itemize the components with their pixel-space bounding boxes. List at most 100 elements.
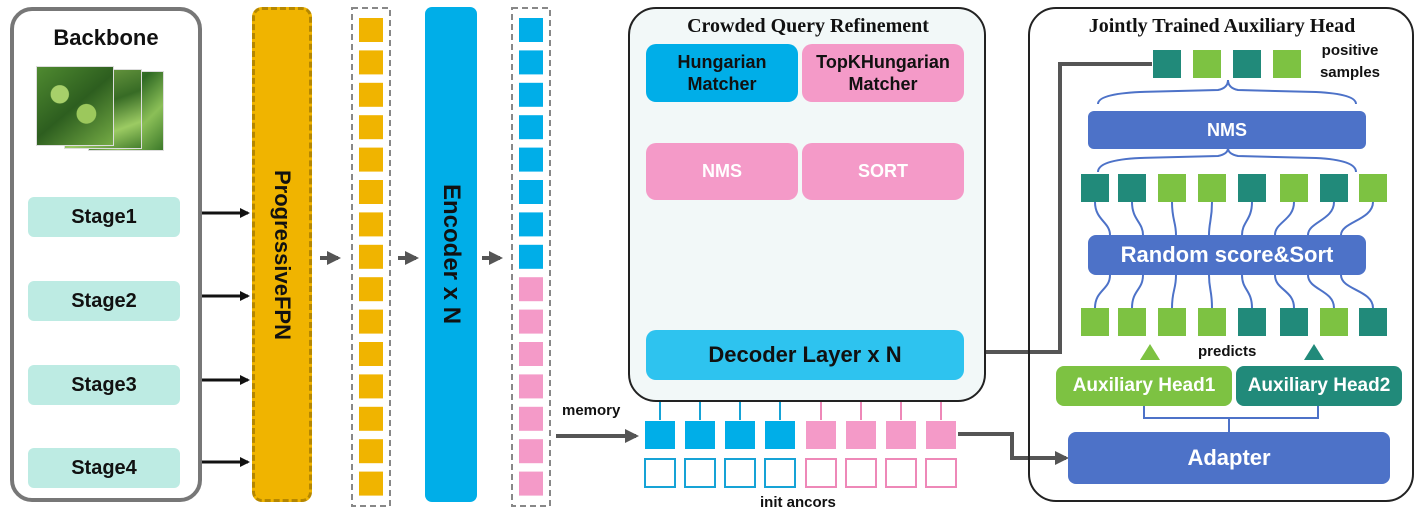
prediction-connector bbox=[1241, 274, 1253, 309]
anchor-square-filled bbox=[926, 421, 956, 449]
anchor-square-filled bbox=[886, 421, 916, 449]
sort-connector bbox=[1094, 201, 1111, 236]
anchor-square-outline bbox=[684, 458, 716, 488]
predicts-label: predicts bbox=[1198, 343, 1257, 360]
aux-head-panel: Jointly Trained Auxiliary Head bbox=[1028, 7, 1414, 502]
encoder-token-blue bbox=[519, 18, 543, 42]
refinement-nms-box: NMS bbox=[646, 143, 798, 200]
encoder-token-pink bbox=[519, 439, 543, 464]
random-score-sort-box: Random score&Sort bbox=[1088, 235, 1366, 275]
anchor-square-outline bbox=[885, 458, 917, 488]
fpn-token bbox=[359, 212, 383, 237]
positive-sample-square bbox=[1193, 50, 1221, 78]
sorted-candidate-square bbox=[1280, 174, 1308, 202]
sort-connector bbox=[1131, 201, 1144, 236]
sort-connector bbox=[1307, 201, 1335, 236]
anchor-square-outline bbox=[805, 458, 837, 488]
fpn-token bbox=[359, 471, 383, 496]
encoder-token-pink bbox=[519, 342, 543, 366]
sort-connector bbox=[1171, 201, 1177, 236]
anchor-square-outline bbox=[925, 458, 957, 488]
prediction-square bbox=[1359, 308, 1387, 336]
sorted-candidate-square bbox=[1198, 174, 1226, 202]
aux-nms-box: NMS bbox=[1088, 111, 1366, 149]
anchor-square-outline bbox=[845, 458, 877, 488]
anchor-square-filled bbox=[765, 421, 795, 449]
backbone-panel: Backbone Stage1 Stage2 Stage3 Stage4 bbox=[10, 7, 202, 502]
refinement-title: Crowded Query Refinement bbox=[687, 15, 929, 37]
positive-samples-label: positive samples bbox=[1319, 42, 1381, 81]
fpn-token bbox=[359, 147, 383, 172]
prediction-connector bbox=[1307, 274, 1335, 309]
prediction-connector bbox=[1274, 274, 1295, 309]
predict-triangle-teal bbox=[1304, 344, 1324, 360]
anchor-square-filled bbox=[725, 421, 755, 449]
init-anchors-label: init ancors bbox=[760, 494, 836, 511]
aux-head-layer bbox=[1081, 50, 1387, 432]
positive-sample-square bbox=[1153, 50, 1181, 78]
stage2-box: Stage2 bbox=[28, 281, 180, 321]
sort-connector bbox=[1208, 201, 1213, 236]
backbone-title: Backbone bbox=[53, 25, 159, 50]
fpn-output-frame bbox=[351, 7, 391, 507]
anchor-square-outline bbox=[644, 458, 676, 488]
prediction-square bbox=[1320, 308, 1348, 336]
auxiliary-head1-box: Auxiliary Head1 bbox=[1056, 366, 1232, 406]
positive-sample-square bbox=[1273, 50, 1301, 78]
samples-brace bbox=[1097, 79, 1357, 105]
fpn-token bbox=[359, 50, 383, 75]
query-to-adapter-arrow bbox=[958, 432, 1069, 465]
sorted-candidate-square bbox=[1238, 174, 1266, 202]
pipeline-arrows bbox=[320, 251, 639, 443]
fpn-token bbox=[359, 244, 383, 269]
anchor-square-filled bbox=[806, 421, 836, 449]
sorted-candidate-square bbox=[1118, 174, 1146, 202]
memory-label: memory bbox=[562, 402, 621, 419]
anchor-square-filled bbox=[685, 421, 715, 449]
encoder-token-pink bbox=[519, 406, 543, 431]
encoder-token-blue bbox=[519, 180, 543, 204]
anchor-square-filled bbox=[645, 421, 675, 449]
stage3-box: Stage3 bbox=[28, 365, 180, 405]
stage1-box: Stage1 bbox=[28, 197, 180, 237]
encoder-token-pink bbox=[519, 277, 543, 302]
encoder-token-blue bbox=[519, 50, 543, 75]
sorted-candidate-square bbox=[1359, 174, 1387, 202]
topk-hungarian-matcher-box: TopKHungarian Matcher bbox=[802, 44, 964, 102]
fpn-token bbox=[359, 406, 383, 431]
prediction-connector bbox=[1171, 274, 1177, 309]
leaf-image-front bbox=[36, 66, 114, 146]
fpn-token bbox=[359, 439, 383, 464]
positive-sample-square bbox=[1233, 50, 1261, 78]
adapter-box: Adapter bbox=[1068, 432, 1390, 484]
prediction-square bbox=[1158, 308, 1186, 336]
sorted-candidate-square bbox=[1081, 174, 1109, 202]
prediction-square bbox=[1118, 308, 1146, 336]
sort-connector bbox=[1340, 201, 1374, 236]
decoder-layer-box: Decoder Layer x N bbox=[646, 330, 964, 380]
prediction-connector bbox=[1340, 274, 1374, 309]
fpn-output-tokens bbox=[359, 18, 383, 496]
fpn-token bbox=[359, 180, 383, 204]
prediction-square bbox=[1198, 308, 1226, 336]
encoder-output-frame bbox=[511, 7, 551, 507]
fpn-token bbox=[359, 115, 383, 140]
sorted-candidate-square bbox=[1320, 174, 1348, 202]
prediction-square bbox=[1238, 308, 1266, 336]
encoder-token-pink bbox=[519, 374, 543, 399]
fpn-token bbox=[359, 82, 383, 107]
encoder-token-blue bbox=[519, 82, 543, 107]
sort-connector bbox=[1274, 201, 1295, 236]
encoder-token-blue bbox=[519, 147, 543, 172]
feedback-arrow bbox=[963, 62, 1152, 359]
fpn-token bbox=[359, 309, 383, 334]
fpn-token bbox=[359, 18, 383, 42]
encoder-token-pink bbox=[519, 471, 543, 496]
heads-bracket bbox=[1143, 406, 1319, 419]
encoder-output-tokens bbox=[519, 18, 543, 496]
encoder-token-blue bbox=[519, 212, 543, 237]
encoder-block: Encoder x N bbox=[425, 7, 477, 502]
encoder-token-pink bbox=[519, 309, 543, 334]
aux-head-title: Jointly Trained Auxiliary Head bbox=[1088, 15, 1356, 37]
